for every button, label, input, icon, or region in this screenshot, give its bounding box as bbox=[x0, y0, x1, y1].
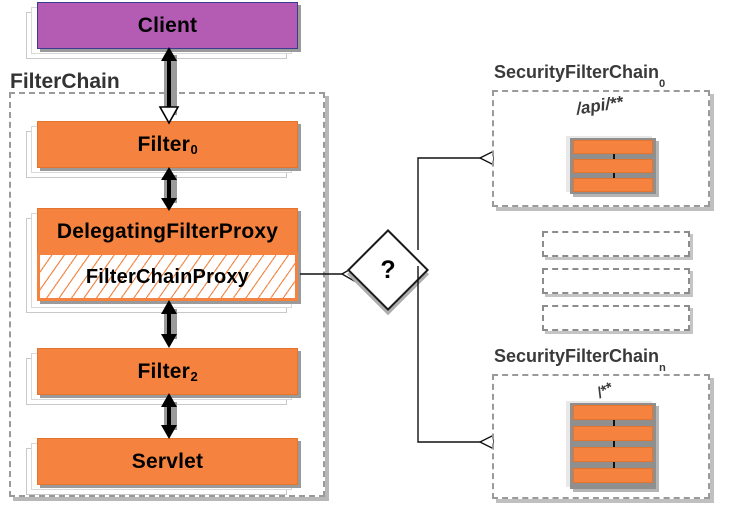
security-filter-chain-n-title: SecurityFilterChain bbox=[494, 346, 660, 366]
list-item[interactable] bbox=[573, 468, 653, 483]
list-item[interactable] bbox=[573, 426, 653, 441]
connector-proxy-to-decision bbox=[300, 262, 356, 286]
filter-separator-tick bbox=[613, 154, 615, 159]
list-item[interactable] bbox=[573, 447, 653, 462]
filter-chain-label: FilterChain bbox=[10, 70, 120, 93]
security-filter-chain-0-label: SecurityFilterChain0 bbox=[494, 62, 665, 90]
filter-separator-tick bbox=[613, 173, 615, 178]
security-filter-chain-n-subscript: n bbox=[659, 362, 666, 375]
connector-decision-to-security-filter-chain-n bbox=[398, 262, 494, 452]
decision-diamond-wrapper: ? bbox=[346, 228, 432, 314]
filter-separator-tick bbox=[613, 441, 615, 447]
security-filter-chain-0-title: SecurityFilterChain bbox=[494, 62, 660, 82]
placeholder-chain-row bbox=[542, 305, 690, 331]
filter-separator-tick bbox=[613, 462, 615, 468]
filter-0-subscript: 0 bbox=[190, 142, 198, 158]
list-item[interactable] bbox=[573, 178, 653, 192]
delegating-filter-proxy-node[interactable]: DelegatingFilterProxy bbox=[37, 208, 298, 253]
list-item[interactable] bbox=[573, 140, 653, 154]
filter-chain-proxy-label: FilterChainProxy bbox=[85, 265, 250, 288]
filter-2-label: Filter bbox=[137, 360, 191, 383]
security-filter-chain-0-filter-stack bbox=[570, 138, 656, 194]
security-filter-chain-n-label: SecurityFilterChainn bbox=[494, 346, 666, 374]
servlet-node[interactable]: Servlet bbox=[37, 438, 298, 485]
list-item[interactable] bbox=[573, 405, 653, 420]
filter-2-subscript: 2 bbox=[190, 369, 198, 385]
security-filter-chain-n-filter-stack bbox=[570, 403, 656, 489]
decision-diamond-label: ? bbox=[380, 255, 396, 284]
security-filter-chain-0-container bbox=[492, 90, 710, 207]
placeholder-chain-row bbox=[542, 231, 690, 257]
security-filter-chain-0-subscript: 0 bbox=[659, 78, 666, 91]
servlet-label: Servlet bbox=[131, 450, 204, 473]
filter-separator-tick bbox=[613, 420, 615, 426]
connector-filter-chain-proxy-to-filter2 bbox=[155, 300, 185, 350]
filter-0-label: Filter bbox=[137, 133, 191, 156]
security-filter-chain-n-container bbox=[492, 374, 710, 499]
connector-decision-to-security-filter-chain-0 bbox=[398, 150, 494, 260]
list-item[interactable] bbox=[573, 159, 653, 173]
delegating-filter-proxy-label: DelegatingFilterProxy bbox=[56, 219, 279, 243]
client-label: Client bbox=[137, 14, 198, 37]
connector-filter2-to-servlet bbox=[155, 393, 185, 441]
connector-filter0-to-delegating-filter-proxy bbox=[155, 167, 185, 213]
connector-client-to-filter0 bbox=[155, 47, 185, 125]
filter-chain-proxy-node[interactable]: FilterChainProxy bbox=[37, 252, 298, 301]
client-node[interactable]: Client bbox=[37, 2, 298, 49]
placeholder-chain-row bbox=[542, 268, 690, 294]
